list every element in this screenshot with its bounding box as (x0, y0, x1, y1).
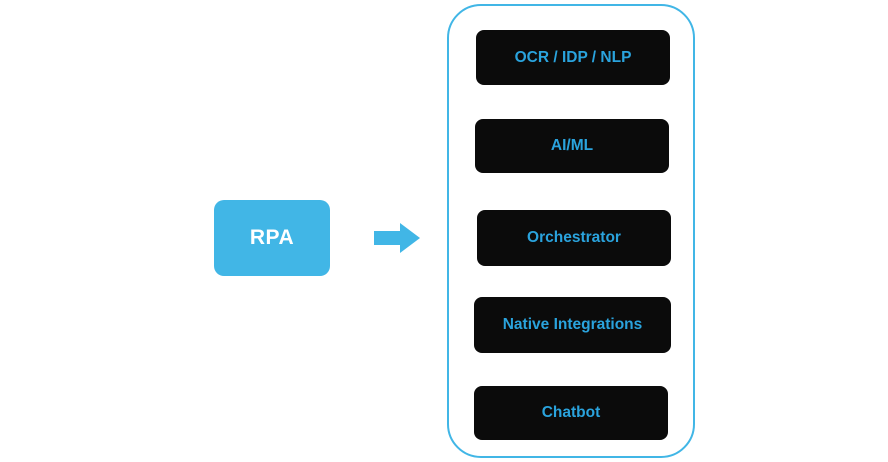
capability-item-chatbot[interactable]: Chatbot (474, 386, 668, 440)
capability-label: Chatbot (541, 404, 601, 421)
capability-item-ocr-idp-nlp[interactable]: OCR / IDP / NLP (476, 30, 670, 85)
capability-item-ai-ml[interactable]: AI/ML (475, 119, 669, 173)
capability-label: Native Integrations (502, 316, 643, 333)
capability-item-native-integrations[interactable]: Native Integrations (474, 297, 671, 353)
rpa-source-label: RPA (249, 226, 295, 249)
rpa-source-node[interactable]: RPA (214, 200, 330, 276)
capability-item-orchestrator[interactable]: Orchestrator (477, 210, 671, 266)
capability-label: Orchestrator (527, 229, 621, 246)
arrow-right-icon (374, 221, 422, 255)
capabilities-container (447, 4, 695, 458)
capability-label: AI/ML (550, 137, 594, 154)
capability-label: OCR / IDP / NLP (514, 48, 632, 66)
